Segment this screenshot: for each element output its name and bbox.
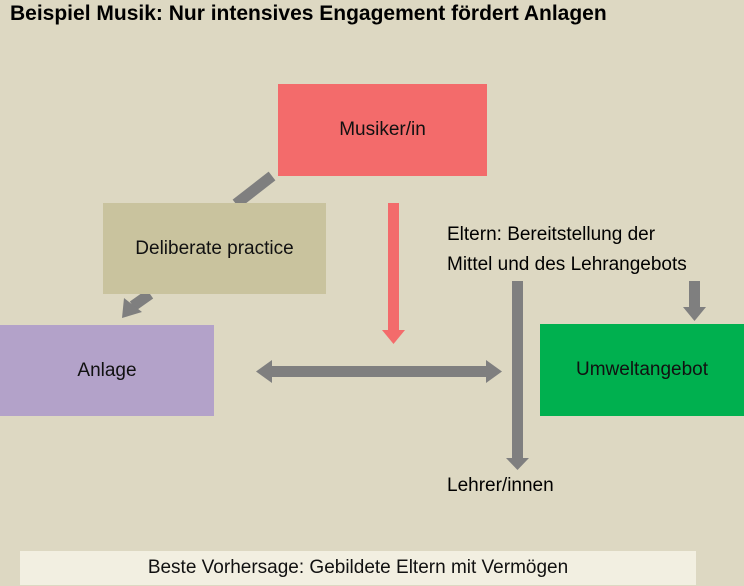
- eltern-label-line1: Eltern: Bereitstellung der: [447, 224, 656, 245]
- eltern-to-lehrer-head: [506, 458, 529, 470]
- arrow-deliberate-to-anlage: [129, 289, 154, 311]
- footer-text: Beste Vorhersage: Gebildete Eltern mit V…: [147, 557, 569, 578]
- red-arrowhead: [382, 330, 405, 344]
- arrowhead-deliberate-to-anlage: [122, 298, 142, 318]
- node-umweltangebot: Umweltangebot: [540, 324, 744, 416]
- node-deliberate-practice: Deliberate practice: [103, 203, 326, 294]
- arrow-musiker-to-deliberate-upper: [232, 171, 276, 209]
- eltern-label: Eltern: Bereitstellung der Mittel und de…: [447, 220, 687, 280]
- node-musiker: Musiker/in: [278, 84, 487, 176]
- node-deliberate-label: Deliberate practice: [135, 237, 294, 259]
- double-arrow-right-head: [486, 360, 502, 383]
- node-anlage-label: Anlage: [77, 359, 137, 381]
- node-anlage: Anlage: [0, 325, 214, 416]
- eltern-to-umwelt-head: [683, 307, 706, 321]
- eltern-label-line2: Mittel und des Lehrangebots: [447, 254, 687, 275]
- eltern-to-umwelt-shaft: [689, 281, 700, 308]
- node-umwelt-label: Umweltangebot: [575, 359, 709, 380]
- double-arrow-shaft: [270, 366, 488, 377]
- node-musiker-label: Musiker/in: [339, 119, 426, 140]
- footer-note: Beste Vorhersage: Gebildete Eltern mit V…: [20, 551, 696, 585]
- double-arrow-left-head: [256, 360, 272, 383]
- red-arrow-shaft: [388, 203, 399, 331]
- lehrer-label: Lehrer/innen: [447, 475, 554, 496]
- diagram-title: Beispiel Musik: Nur intensives Engagemen…: [10, 2, 607, 25]
- eltern-to-lehrer-shaft: [512, 281, 523, 459]
